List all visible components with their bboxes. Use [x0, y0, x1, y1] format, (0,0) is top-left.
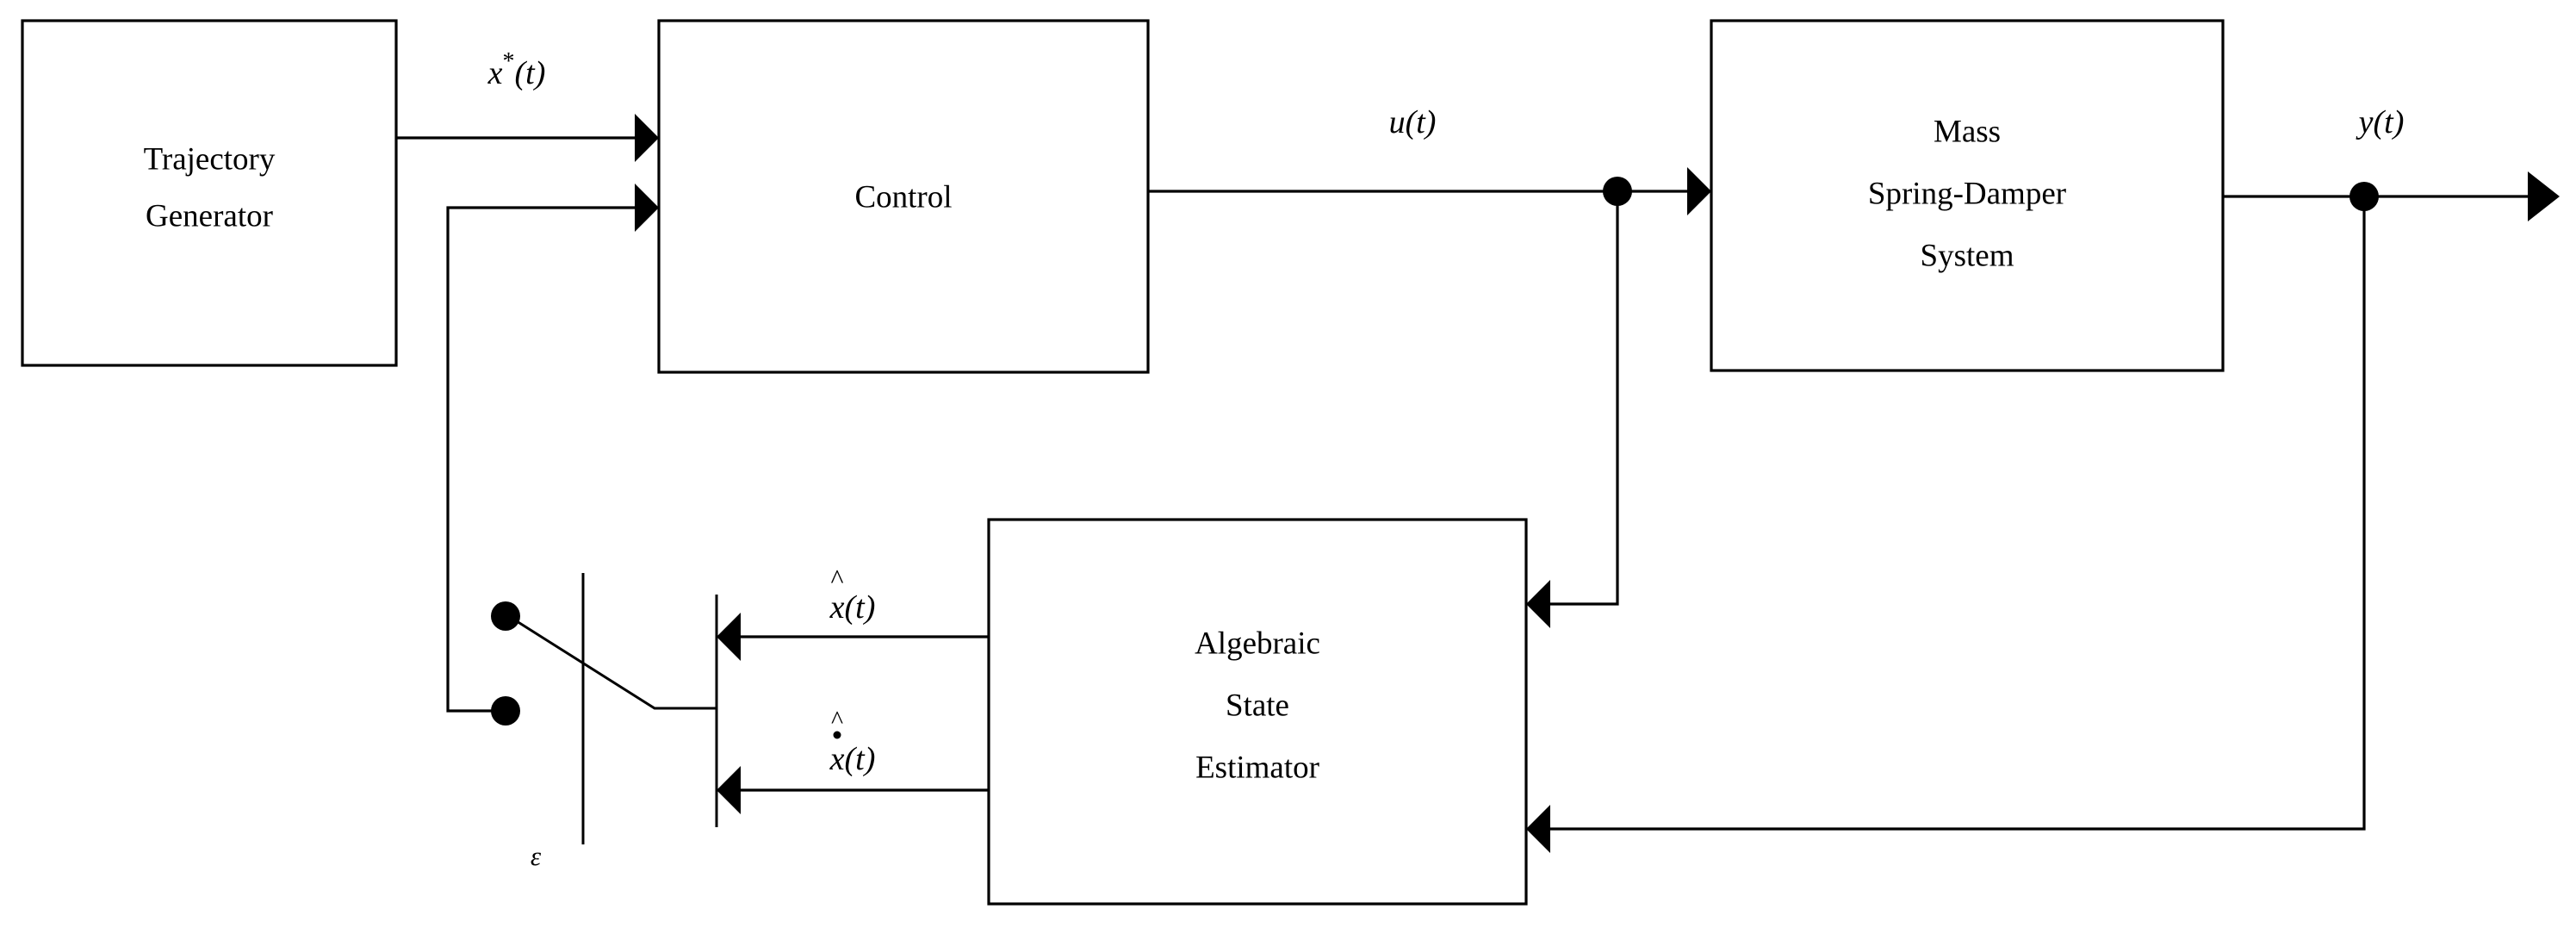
block-control[interactable]: Control — [657, 19, 1150, 374]
label-control-input-signal: u(t) — [1389, 104, 1437, 140]
switch-lower-contact-dot[interactable] — [491, 696, 520, 726]
output-signal-text: y(t) — [2356, 104, 2405, 140]
epsilon-text: ε — [531, 841, 542, 871]
state-rate-estimate-dot-accent — [833, 731, 841, 739]
mass-spring-damper-rect — [1710, 19, 2225, 372]
state-estimate-hat-accent: ^ — [830, 563, 843, 594]
reference-signal-arg: (t) — [515, 55, 546, 91]
epsilon-switch[interactable] — [491, 573, 718, 844]
control-input-arg: (t) — [1406, 104, 1437, 140]
reference-signal-superscript: * — [503, 48, 515, 75]
reference-signal-base: x — [487, 55, 503, 91]
control-input-signal-text: u(t) — [1389, 104, 1437, 140]
mass-spring-damper-label-line1: Mass — [1934, 114, 2001, 149]
mass-spring-damper-label-line2: Spring-Damper — [1868, 176, 2066, 211]
arrowhead-u-into-estimator — [1526, 580, 1550, 628]
trajectory-generator-label-line2: Generator — [146, 198, 273, 234]
arrowhead-y-into-estimator — [1526, 805, 1550, 853]
block-mass-spring-damper-system[interactable]: Mass Spring-Damper System — [1710, 19, 2225, 372]
algebraic-state-estimator-label-line1: Algebraic — [1195, 626, 1320, 661]
state-rate-estimate-base: x — [829, 741, 845, 777]
state-rate-estimate-arg: (t) — [845, 741, 876, 777]
algebraic-state-estimator-rect — [987, 518, 1528, 906]
wire-plant-output-y — [2223, 171, 2560, 221]
output-base: y — [2356, 104, 2374, 140]
block-algebraic-state-estimator[interactable]: Algebraic State Estimator — [987, 518, 1528, 906]
label-output-signal: y(t) — [2356, 104, 2405, 140]
wire-state-rate-estimate-out — [717, 766, 989, 814]
arrowhead-state-estimate-to-switch — [717, 613, 741, 661]
arrowhead-feedback-to-control — [635, 184, 659, 232]
arrowhead-u-to-plant — [1687, 167, 1711, 215]
reference-signal-text: x*(t) — [487, 48, 546, 90]
control-input-base: u — [1389, 104, 1406, 140]
arrowhead-reference-to-control — [635, 114, 659, 162]
arrowhead-system-output — [2528, 171, 2560, 221]
state-estimate-arg: (t) — [845, 589, 876, 626]
trajectory-generator-rect — [21, 19, 398, 367]
trajectory-generator-label-line1: Trajectory — [144, 141, 276, 177]
state-rate-estimate-signal-text: x(t) — [829, 741, 876, 777]
state-rate-estimate-hat-accent: ^ — [831, 706, 843, 734]
state-estimate-base: x — [829, 589, 845, 626]
wire-u-feedback-to-estimator — [1526, 191, 1619, 628]
mass-spring-damper-label-line3: System — [1921, 238, 2014, 273]
label-epsilon-parameter: ε — [531, 841, 542, 871]
label-state-rate-estimate-signal: x(t) ^ — [829, 706, 876, 777]
algebraic-state-estimator-label-line2: State — [1226, 688, 1289, 723]
algebraic-state-estimator-label-line3: Estimator — [1195, 750, 1319, 785]
wire-y-feedback-to-estimator — [1526, 196, 2366, 853]
switch-blade[interactable] — [516, 620, 717, 710]
state-estimate-signal-text: x(t) — [829, 589, 876, 626]
wire-estimate-feedback-to-control — [446, 184, 659, 713]
output-arg: (t) — [2374, 104, 2405, 140]
wire-reference-trajectory — [396, 114, 659, 162]
control-label: Control — [854, 179, 952, 215]
wire-state-estimate-out — [717, 613, 989, 661]
wire-control-output-u — [1148, 167, 1711, 215]
label-state-estimate-signal: x(t) ^ — [829, 563, 876, 625]
block-trajectory-generator[interactable]: Trajectory Generator — [21, 19, 398, 367]
label-reference-signal: x*(t) — [487, 48, 546, 90]
arrowhead-state-rate-estimate-to-switch — [717, 766, 741, 814]
switch-upper-contact-dot[interactable] — [491, 601, 520, 631]
control-rect — [657, 19, 1150, 374]
